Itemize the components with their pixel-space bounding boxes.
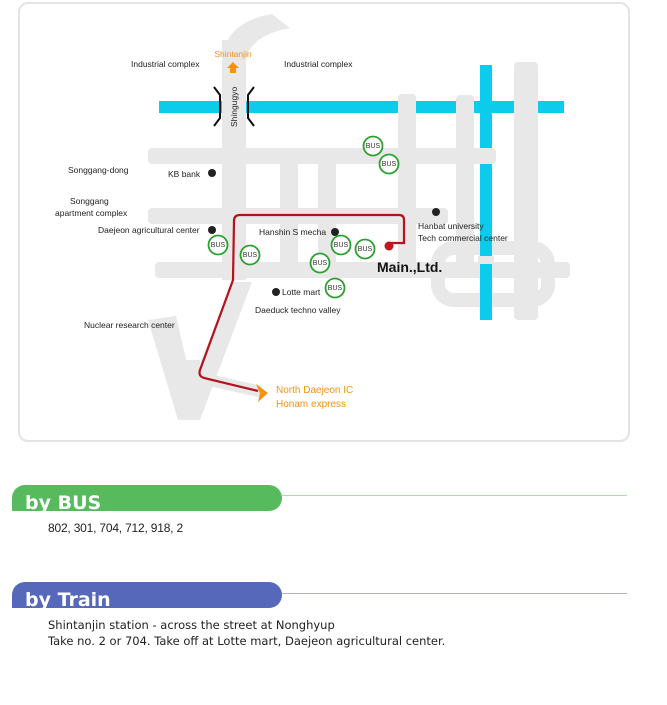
bridge-icon	[213, 86, 255, 127]
poi-main-ltd	[384, 241, 394, 251]
bus-header: by BUS	[12, 485, 282, 511]
svg-text:BUS: BUS	[211, 242, 226, 249]
label-industrial-left: Industrial complex	[131, 59, 200, 69]
road-v5	[514, 62, 538, 320]
label-hanbat-1: Hanbat university	[418, 221, 484, 231]
svg-text:BUS: BUS	[382, 161, 397, 168]
arrow-up-icon	[227, 62, 239, 73]
label-main-ltd: Main.,Ltd.	[377, 259, 442, 275]
label-kb-bank: KB bank	[168, 169, 201, 179]
bus-divider	[282, 495, 627, 496]
bus-stop-icon: BUS	[362, 135, 384, 157]
label-songgang-apt-2: apartment complex	[55, 208, 128, 218]
bus-stop-icon: BUS	[324, 277, 346, 299]
poi-hanshin	[331, 228, 339, 236]
road-v1	[280, 148, 298, 278]
bus-stop-icon: BUS	[309, 252, 331, 274]
arrow-right-icon	[256, 384, 268, 402]
label-songgang-apt-1: Songgang	[70, 196, 109, 206]
road-h3	[155, 262, 570, 278]
svg-text:BUS: BUS	[366, 143, 381, 150]
train-line-2: Take no. 2 or 704. Take off at Lotte mar…	[48, 634, 446, 648]
route-line	[198, 213, 406, 393]
road-v3	[398, 94, 416, 278]
label-daeduck: Daeduck techno valley	[255, 305, 341, 315]
bus-stop-icon: BUS	[378, 153, 400, 175]
section-train: by Train	[12, 582, 627, 622]
poi-hanbat	[432, 208, 440, 216]
road-v4	[456, 95, 474, 278]
section-bus: by BUS	[12, 485, 627, 525]
svg-text:BUS: BUS	[334, 242, 349, 249]
bus-numbers: 802, 301, 704, 712, 918, 2	[48, 521, 183, 535]
label-songgang-dong: Songgang-dong	[68, 165, 129, 175]
poi-lotte	[272, 288, 280, 296]
label-nuclear: Nuclear research center	[84, 320, 175, 330]
label-hanbat-2: Tech commercial center	[418, 233, 508, 243]
svg-text:BUS: BUS	[358, 246, 373, 253]
label-industrial-right: Industrial complex	[284, 59, 353, 69]
svg-text:BUS: BUS	[328, 285, 343, 292]
svg-text:BUS: BUS	[243, 252, 258, 259]
label-honam: Honam express	[276, 399, 346, 410]
bus-stop-icon: BUS	[354, 238, 376, 260]
poi-kb-bank	[208, 169, 216, 177]
label-shintanjin: Shintanjin	[214, 49, 252, 59]
poi-daejeon-agri	[208, 226, 216, 234]
svg-text:BUS: BUS	[313, 260, 328, 267]
bus-stop-icon: BUS	[330, 234, 352, 256]
train-divider	[282, 593, 627, 594]
map-canvas: Shingugyo Shintanjin Industrial complex …	[55, 14, 570, 420]
road-loop	[431, 241, 555, 307]
road-y-stem	[178, 360, 200, 420]
bus-stop-icon: BUS	[207, 234, 229, 256]
label-daejeon-agri: Daejeon agricultural center	[98, 225, 200, 235]
label-shingugyo: Shingugyo	[229, 87, 239, 127]
train-header: by Train	[12, 582, 282, 608]
river-vertical	[480, 65, 492, 320]
roads	[148, 14, 570, 420]
train-line-1: Shintanjin station - across the street a…	[48, 618, 335, 632]
label-hanshin: Hanshin S mecha	[259, 227, 326, 237]
label-lotte: Lotte mart	[282, 287, 321, 297]
label-north-ic: North Daejeon IC	[276, 385, 353, 396]
location-map: Shingugyo Shintanjin Industrial complex …	[18, 2, 630, 442]
bus-stops: BUS BUS BUS BUS BUS BUS BUS BUS	[207, 135, 400, 299]
bus-stop-icon: BUS	[239, 244, 261, 266]
